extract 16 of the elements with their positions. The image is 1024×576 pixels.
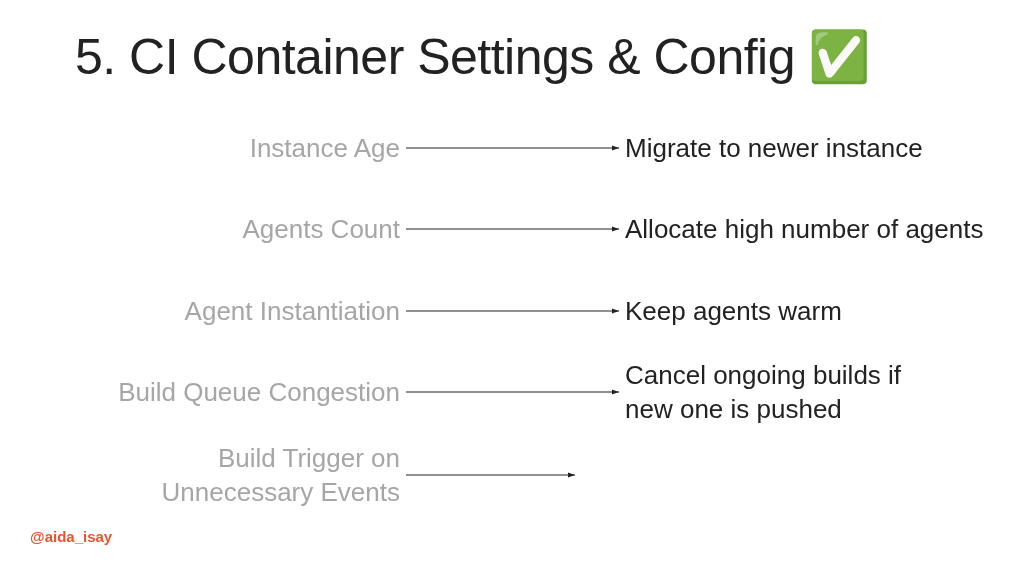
setting-label: Build Trigger on Unnecessary Events xyxy=(100,441,400,509)
action-text: Allocate high number of agents xyxy=(625,212,984,246)
setting-label: Instance Age xyxy=(249,131,400,165)
arrow xyxy=(405,308,620,314)
slide-title: 5. CI Container Settings & Config ✅ xyxy=(75,28,870,86)
action-text: Migrate to newer instance xyxy=(625,131,923,165)
action-text: Cancel ongoing builds if new one is pushed xyxy=(625,358,945,426)
arrow xyxy=(405,472,576,478)
author-handle: @aida_isay xyxy=(30,528,113,545)
setting-label: Agent Instantiation xyxy=(184,294,400,328)
arrow xyxy=(405,226,620,232)
action-text: Keep agents warm xyxy=(625,294,842,328)
arrow xyxy=(405,145,620,151)
setting-label: Agents Count xyxy=(242,212,400,246)
arrow xyxy=(405,389,620,395)
setting-label: Build Queue Congestion xyxy=(118,375,400,409)
